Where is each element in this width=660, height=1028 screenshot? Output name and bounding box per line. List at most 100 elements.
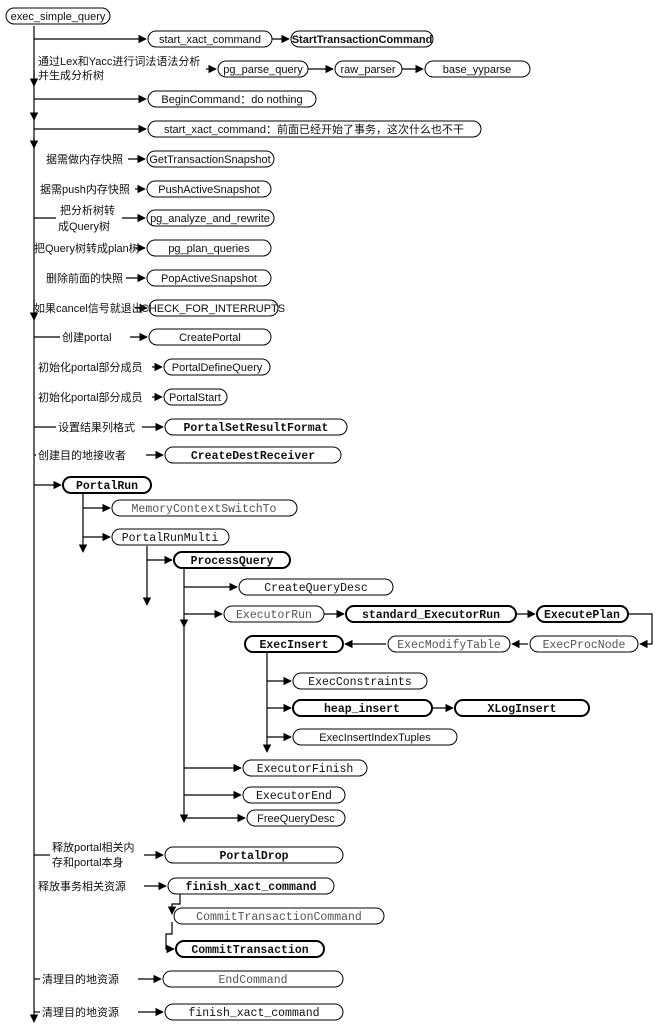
node-commit-transaction: CommitTransaction bbox=[175, 940, 325, 958]
node-label: MemoryContextSwitchTo bbox=[132, 503, 277, 516]
note-cleanup-2: 清理目的地资源 bbox=[42, 1005, 119, 1019]
note-release-xact: 释放事务相关资源 bbox=[38, 879, 126, 893]
node-exec-modify-table: ExecModifyTable bbox=[387, 635, 511, 653]
node-check-for-interrupts: CHECK_FOR_INTERRUPTS bbox=[141, 299, 285, 317]
node-label: ProcessQuery bbox=[191, 555, 274, 568]
node-commit-transaction-command: CommitTransactionCommand bbox=[173, 907, 385, 925]
node-label: CreatePortal bbox=[179, 332, 241, 344]
note-drop-line2: 存和portal本身 bbox=[52, 855, 124, 869]
node-label: BeginCommand：do nothing bbox=[161, 94, 302, 106]
node-base-yyparse: base_yyparse bbox=[424, 60, 531, 78]
node-portal-run-multi: PortalRunMulti bbox=[111, 528, 230, 546]
node-label: exec_simple_query bbox=[11, 11, 106, 23]
node-exec-insert: ExecInsert bbox=[244, 635, 344, 653]
node-label: CommitTransactionCommand bbox=[196, 911, 362, 924]
node-create-portal: CreatePortal bbox=[148, 328, 272, 346]
node-label: ExecModifyTable bbox=[397, 639, 501, 652]
node-label: PopActiveSnapshot bbox=[161, 273, 257, 285]
node-end-command: EndCommand bbox=[162, 970, 344, 988]
node-label: finish_xact_command bbox=[188, 1007, 319, 1020]
note-init-portal-1: 初始化portal部分成员 bbox=[38, 360, 143, 374]
note-analyze-line2: 成Query树 bbox=[58, 219, 110, 233]
node-portal-define-query: PortalDefineQuery bbox=[163, 358, 271, 376]
note-cleanup-1: 清理目的地资源 bbox=[42, 972, 119, 986]
node-heap-insert: heap_insert bbox=[292, 699, 433, 717]
node-create-query-desc: CreateQueryDesc bbox=[238, 578, 394, 596]
node-label: ExecutorEnd bbox=[256, 790, 332, 803]
note-snapshot: 据需做内存快照 bbox=[46, 152, 123, 166]
node-label: ExecutorRun bbox=[236, 609, 312, 622]
node-create-dest-receiver: CreateDestReceiver bbox=[164, 446, 342, 464]
node-label: PortalDefineQuery bbox=[172, 362, 263, 374]
node-free-query-desc: FreeQueryDesc bbox=[246, 809, 346, 827]
node-label: FreeQueryDesc bbox=[257, 813, 335, 825]
node-start-transaction-command: StartTransactionCommand bbox=[290, 30, 434, 48]
node-label: CreateDestReceiver bbox=[191, 450, 315, 463]
note-parse-line1: 通过Lex和Yacc进行词法语法分析 bbox=[38, 54, 200, 68]
node-exec-simple-query: exec_simple_query bbox=[5, 7, 111, 25]
node-label: ExecProcNode bbox=[543, 639, 626, 652]
note-drop-line1: 释放portal相关内 bbox=[52, 840, 135, 854]
node-standard-executor-run: standard_ExecutorRun bbox=[345, 605, 517, 623]
node-label: XLogInsert bbox=[487, 703, 556, 716]
node-portal-run: PortalRun bbox=[62, 476, 152, 494]
node-label: ExecInsert bbox=[259, 639, 328, 652]
node-label: ExecutePlan bbox=[544, 609, 620, 622]
node-label: pg_parse_query bbox=[223, 64, 303, 76]
node-get-transaction-snapshot: GetTransactionSnapshot bbox=[146, 150, 275, 168]
node-label: PortalRun bbox=[76, 480, 138, 493]
node-label: finish_xact_command bbox=[185, 881, 316, 894]
node-xlog-insert: XLogInsert bbox=[454, 699, 590, 717]
node-finish-xact-command: finish_xact_command bbox=[167, 877, 335, 895]
node-portal-drop: PortalDrop bbox=[164, 846, 344, 864]
note-init-portal-2: 初始化portal部分成员 bbox=[38, 390, 143, 404]
node-memory-context-switch-to: MemoryContextSwitchTo bbox=[111, 499, 298, 517]
note-pop-snapshot: 删除前面的快照 bbox=[46, 271, 123, 285]
node-pg-plan-queries: pg_plan_queries bbox=[146, 239, 272, 257]
node-portal-set-result-format: PortalSetResultFormat bbox=[164, 418, 348, 436]
node-label: PortalStart bbox=[169, 392, 221, 404]
node-pg-parse-query: pg_parse_query bbox=[217, 60, 309, 78]
node-finish-xact-command-2: finish_xact_command bbox=[164, 1003, 344, 1021]
node-label: StartTransactionCommand bbox=[292, 34, 433, 46]
node-executor-run: ExecutorRun bbox=[223, 605, 325, 623]
node-portal-start: PortalStart bbox=[163, 388, 228, 406]
node-label: EndCommand bbox=[218, 974, 287, 987]
node-label: pg_analyze_and_rewrite bbox=[150, 213, 270, 225]
node-pg-analyze-and-rewrite: pg_analyze_and_rewrite bbox=[146, 209, 275, 227]
node-start-xact-command-2: start_xact_command：前面已经开始了事务，这次什么也不干 bbox=[147, 120, 482, 138]
node-label: GetTransactionSnapshot bbox=[149, 154, 270, 166]
node-label: pg_plan_queries bbox=[168, 243, 250, 255]
note-result-format: 设置结果列格式 bbox=[58, 420, 135, 434]
node-process-query: ProcessQuery bbox=[173, 551, 291, 569]
note-parse-line2: 并生成分析树 bbox=[38, 68, 104, 82]
node-label: PortalSetResultFormat bbox=[184, 422, 329, 435]
node-exec-insert-index-tuples: ExecInsertIndexTuples bbox=[292, 728, 458, 746]
note-cancel: 如果cancel信号就退出 bbox=[34, 301, 143, 315]
node-label: CreateQueryDesc bbox=[264, 582, 368, 595]
node-raw-parser: raw_parser bbox=[334, 60, 403, 78]
note-analyze-line1: 把分析树转 bbox=[60, 203, 115, 217]
node-start-xact-command: start_xact_command bbox=[147, 30, 273, 48]
note-plan: 把Query树转成plan树 bbox=[34, 241, 140, 255]
node-exec-constraints: ExecConstraints bbox=[292, 672, 428, 690]
node-label: base_yyparse bbox=[443, 64, 512, 76]
node-executor-finish: ExecutorFinish bbox=[242, 759, 368, 777]
node-label: PushActiveSnapshot bbox=[158, 184, 260, 196]
node-label: ExecInsertIndexTuples bbox=[319, 732, 431, 744]
node-label: CommitTransaction bbox=[191, 944, 308, 957]
node-label: PortalDrop bbox=[219, 850, 288, 863]
note-dest-receiver: 创建目的地接收者 bbox=[38, 448, 126, 462]
node-label: raw_parser bbox=[340, 64, 395, 76]
node-executor-end: ExecutorEnd bbox=[242, 786, 346, 804]
node-label: start_xact_command：前面已经开始了事务，这次什么也不干 bbox=[164, 122, 464, 136]
node-exec-proc-node: ExecProcNode bbox=[529, 635, 639, 653]
node-label: ExecutorFinish bbox=[257, 763, 354, 776]
note-create-portal: 创建portal bbox=[62, 330, 112, 344]
annotations: 通过Lex和Yacc进行词法语法分析 并生成分析树 据需做内存快照 据需push… bbox=[34, 54, 200, 1019]
node-begin-command: BeginCommand：do nothing bbox=[147, 90, 317, 108]
connectors bbox=[29, 26, 653, 1023]
note-push-snapshot: 据需push内存快照 bbox=[40, 182, 130, 196]
node-label: PortalRunMulti bbox=[122, 532, 219, 545]
